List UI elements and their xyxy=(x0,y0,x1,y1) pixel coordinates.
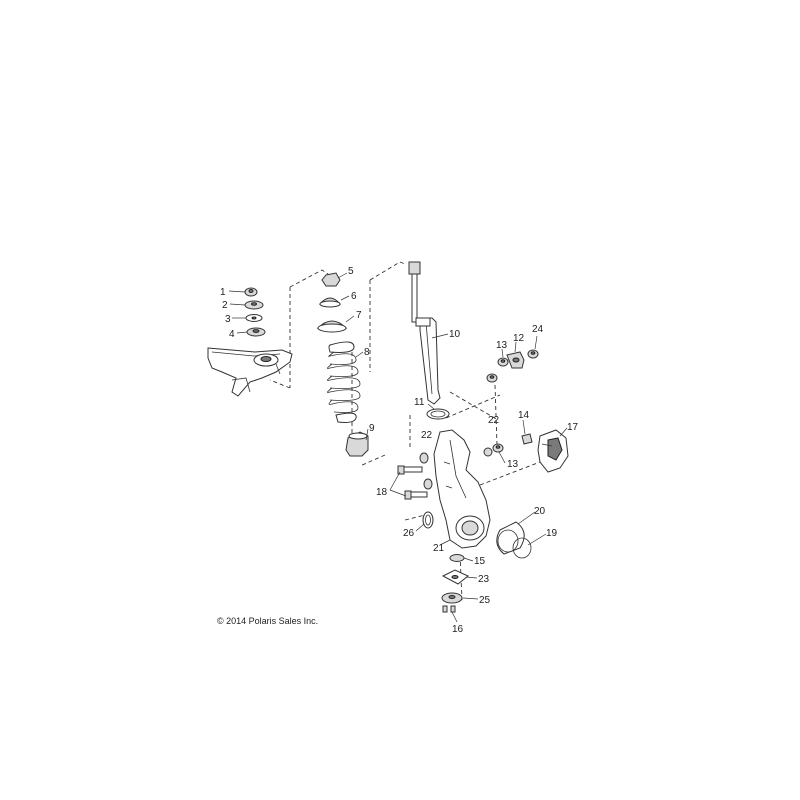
part-26-ring xyxy=(422,511,434,529)
part-13-nut-upper xyxy=(497,357,509,367)
callout-12: 12 xyxy=(513,333,525,344)
part-19-snap-ring xyxy=(512,537,532,559)
part-13-nut-lower xyxy=(492,443,504,453)
part-24-nut xyxy=(527,349,539,359)
part-9-bump-stop xyxy=(345,431,369,457)
callout-3: 3 xyxy=(225,314,231,325)
callout-14: 14 xyxy=(518,410,530,421)
callout-18: 18 xyxy=(376,487,388,498)
callout-11: 11 xyxy=(414,397,425,408)
part-11-ring xyxy=(426,408,450,420)
copyright-notice: © 2014 Polaris Sales Inc. xyxy=(217,616,318,626)
part-2-washer xyxy=(244,300,264,310)
group-outline-strut xyxy=(359,261,501,467)
callout-13-upper: 13 xyxy=(496,340,508,351)
callout-22-right: 22 xyxy=(488,415,500,426)
part-12-clip xyxy=(506,351,525,369)
callout-17: 17 xyxy=(567,422,579,433)
callout-25: 25 xyxy=(479,595,491,606)
callout-26: 26 xyxy=(403,528,415,539)
part-1-nut xyxy=(244,287,258,297)
part-22-washer-lower xyxy=(483,447,493,457)
callout-16: 16 xyxy=(452,624,464,635)
callout-8: 8 xyxy=(364,347,370,358)
part-25-washer xyxy=(441,592,463,604)
part-22-washer-left xyxy=(419,452,433,490)
part-6-retainer xyxy=(318,297,342,308)
leader-lines xyxy=(228,272,568,623)
callout-1: 1 xyxy=(220,287,226,298)
callout-23: 23 xyxy=(478,574,490,585)
callout-5: 5 xyxy=(348,266,354,277)
part-16-screws xyxy=(442,605,456,613)
callout-24: 24 xyxy=(532,324,544,335)
part-22-washer-upper xyxy=(486,373,498,383)
part-8-coil-spring xyxy=(327,341,361,423)
part-15-boot xyxy=(449,554,465,562)
callout-21: 21 xyxy=(433,543,445,554)
callout-7: 7 xyxy=(356,310,362,321)
callout-10: 10 xyxy=(449,329,461,340)
callout-13-lower: 13 xyxy=(507,459,519,470)
callout-22-left: 22 xyxy=(421,430,433,441)
part-10-strut xyxy=(408,261,441,405)
group-outline-spring xyxy=(269,269,353,440)
callout-20: 20 xyxy=(534,506,546,517)
part-3-washer xyxy=(245,314,263,322)
part-23-plate xyxy=(441,569,469,585)
part-7-spring-seat xyxy=(316,320,348,333)
callout-2: 2 xyxy=(222,300,228,311)
callout-6: 6 xyxy=(351,291,357,302)
callout-19: 19 xyxy=(546,528,558,539)
part-4-bushing xyxy=(246,327,266,337)
upper-mount-bracket xyxy=(207,347,293,397)
part-17-bracket xyxy=(537,429,569,473)
part-21-knuckle xyxy=(433,429,491,549)
callout-15: 15 xyxy=(474,556,486,567)
part-18-bolts xyxy=(397,465,428,500)
callout-labels: 1 2 3 4 5 6 7 8 9 10 11 12 13 13 14 15 1… xyxy=(220,266,579,635)
callout-9: 9 xyxy=(369,423,375,434)
callout-4: 4 xyxy=(229,329,235,340)
part-5-nut xyxy=(321,272,341,287)
part-14-bolt xyxy=(521,433,533,445)
part-20-bearing xyxy=(496,521,525,555)
